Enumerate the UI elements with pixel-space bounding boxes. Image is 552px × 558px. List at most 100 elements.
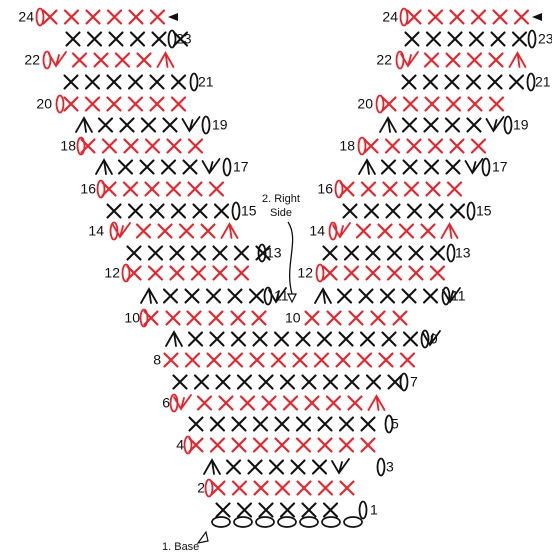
- single-crochet-icon: [422, 288, 439, 304]
- single-crochet-icon: [428, 203, 444, 219]
- decrease-icon: [358, 158, 376, 175]
- single-crochet-icon: [63, 9, 80, 25]
- single-crochet-icon: [215, 502, 231, 518]
- decrease-icon: [140, 287, 158, 304]
- chain-icon: [481, 157, 491, 177]
- single-crochet-icon: [227, 352, 244, 368]
- single-crochet-icon: [127, 74, 144, 90]
- decrease-icon: [379, 116, 397, 133]
- single-crochet-icon: [301, 374, 317, 390]
- single-crochet-icon: [239, 395, 256, 411]
- decrease-icon: [314, 287, 332, 304]
- single-crochet-icon: [339, 480, 355, 496]
- chain-icon: [358, 500, 368, 520]
- chain-icon: [255, 516, 275, 528]
- chain-icon: [201, 115, 211, 135]
- single-crochet-icon: [408, 245, 424, 261]
- chain-icon: [420, 329, 430, 349]
- single-crochet-icon: [101, 138, 118, 154]
- single-crochet-icon: [253, 480, 269, 496]
- increase-icon: [464, 158, 484, 175]
- single-crochet-icon: [123, 138, 139, 154]
- single-crochet-icon: [170, 74, 187, 90]
- single-crochet-icon: [147, 265, 164, 281]
- single-crochet-icon: [392, 310, 408, 326]
- single-crochet-icon: [65, 31, 81, 47]
- increase-icon: [112, 222, 131, 239]
- start-arrow-icon: [168, 13, 178, 21]
- decrease-icon: [440, 222, 459, 239]
- single-crochet-icon: [420, 223, 436, 239]
- single-crochet-icon: [166, 138, 182, 154]
- single-crochet-icon: [365, 265, 381, 281]
- row-number-label: 14: [88, 223, 104, 239]
- row-number-label: 10: [285, 310, 301, 326]
- single-crochet-icon: [192, 203, 208, 219]
- single-crochet-icon: [449, 9, 465, 25]
- chain-icon: [315, 263, 325, 283]
- decrease-icon: [508, 51, 527, 68]
- single-crochet-icon: [406, 203, 423, 219]
- single-crochet-icon: [317, 480, 334, 496]
- single-crochet-icon: [511, 31, 528, 47]
- single-crochet-icon: [295, 416, 312, 432]
- single-crochet-icon: [384, 138, 401, 154]
- single-crochet-icon: [358, 288, 374, 304]
- single-crochet-icon: [227, 288, 243, 304]
- single-crochet-icon: [122, 181, 139, 197]
- single-crochet-icon: [365, 245, 381, 261]
- chain-icon: [321, 516, 341, 528]
- single-crochet-icon: [427, 9, 444, 25]
- row-number-label: 2: [197, 480, 205, 496]
- single-crochet-icon: [97, 117, 114, 133]
- single-crochet-icon: [449, 138, 465, 154]
- chain-icon: [446, 243, 456, 263]
- single-crochet-icon: [381, 331, 397, 347]
- single-crochet-icon: [84, 74, 101, 90]
- single-crochet-icon: [470, 138, 487, 154]
- row-number-label: 1: [370, 502, 378, 518]
- single-crochet-icon: [380, 159, 397, 175]
- row-number-label: 7: [410, 374, 418, 390]
- increase-icon: [442, 287, 461, 304]
- single-crochet-icon: [184, 352, 201, 368]
- single-crochet-icon: [338, 416, 355, 432]
- single-crochet-icon: [422, 74, 439, 90]
- single-crochet-icon: [402, 96, 419, 112]
- single-crochet-icon: [382, 181, 398, 197]
- single-crochet-icon: [247, 459, 263, 475]
- single-crochet-icon: [108, 31, 124, 47]
- single-crochet-icon: [63, 96, 79, 112]
- decrease-icon: [95, 158, 113, 175]
- row-number-label: 17: [233, 159, 249, 175]
- increase-icon: [181, 116, 201, 133]
- single-crochet-icon: [149, 74, 165, 90]
- row-number-label: 16: [317, 181, 333, 197]
- decrease-icon: [203, 458, 221, 475]
- single-crochet-icon: [446, 181, 463, 197]
- single-crochet-icon: [225, 459, 242, 475]
- single-crochet-icon: [403, 181, 420, 197]
- single-crochet-icon: [170, 203, 187, 219]
- single-crochet-icon: [261, 395, 277, 411]
- single-crochet-icon: [322, 265, 338, 281]
- single-crochet-icon: [231, 480, 248, 496]
- single-crochet-icon: [157, 223, 173, 239]
- single-crochet-icon: [304, 395, 320, 411]
- single-crochet-icon: [343, 265, 360, 281]
- single-crochet-icon: [274, 437, 290, 453]
- single-crochet-icon: [316, 331, 333, 347]
- single-crochet-icon: [402, 159, 418, 175]
- chain-icon: [399, 7, 409, 27]
- single-crochet-icon: [230, 310, 246, 326]
- single-crochet-icon: [423, 52, 440, 68]
- single-crochet-icon: [444, 117, 461, 133]
- single-crochet-icon: [290, 459, 306, 475]
- single-crochet-icon: [445, 52, 461, 68]
- chain-icon: [35, 7, 45, 27]
- single-crochet-icon: [93, 52, 109, 68]
- row-number-label: 23: [538, 31, 552, 47]
- single-crochet-icon: [279, 374, 296, 390]
- single-crochet-icon: [178, 223, 195, 239]
- single-crochet-icon: [343, 245, 360, 261]
